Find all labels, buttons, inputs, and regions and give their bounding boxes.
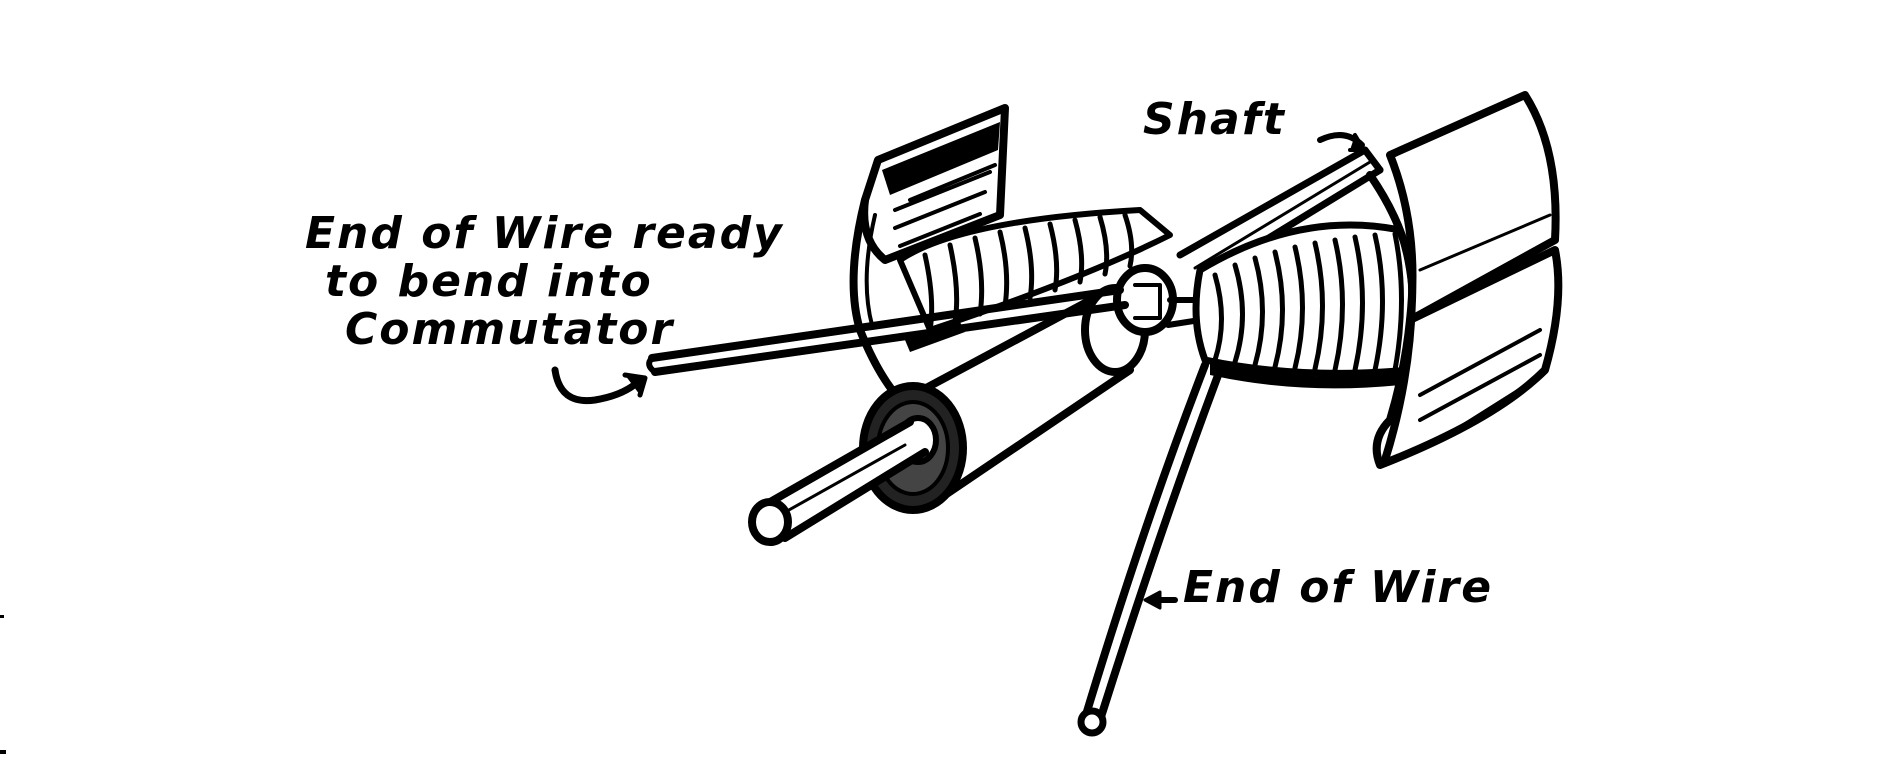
shaft-pointer-arrow-icon <box>1317 132 1366 152</box>
label-end-of-wire: End of Wire <box>1183 562 1494 613</box>
label-end-of-wire-ready-to-bend: End of Wire ready to bend into Commutato… <box>305 210 784 354</box>
right-coil-winding <box>1192 221 1417 389</box>
label-line-1: End of Wire ready <box>305 208 784 259</box>
right-pole-piece <box>1366 91 1563 469</box>
label-shaft: Shaft <box>1143 94 1286 145</box>
wire-end-commutator <box>646 286 1129 376</box>
label-line-2: to bend into <box>325 256 653 307</box>
label-line-3: Commutator <box>345 304 675 355</box>
shaft <box>748 146 1384 546</box>
end-of-wire-pointer-arrow-icon <box>1143 590 1178 610</box>
commutator-pointer-arrow-icon <box>551 366 648 405</box>
wire-end-hanging <box>1077 361 1224 737</box>
scan-marks <box>0 615 6 754</box>
